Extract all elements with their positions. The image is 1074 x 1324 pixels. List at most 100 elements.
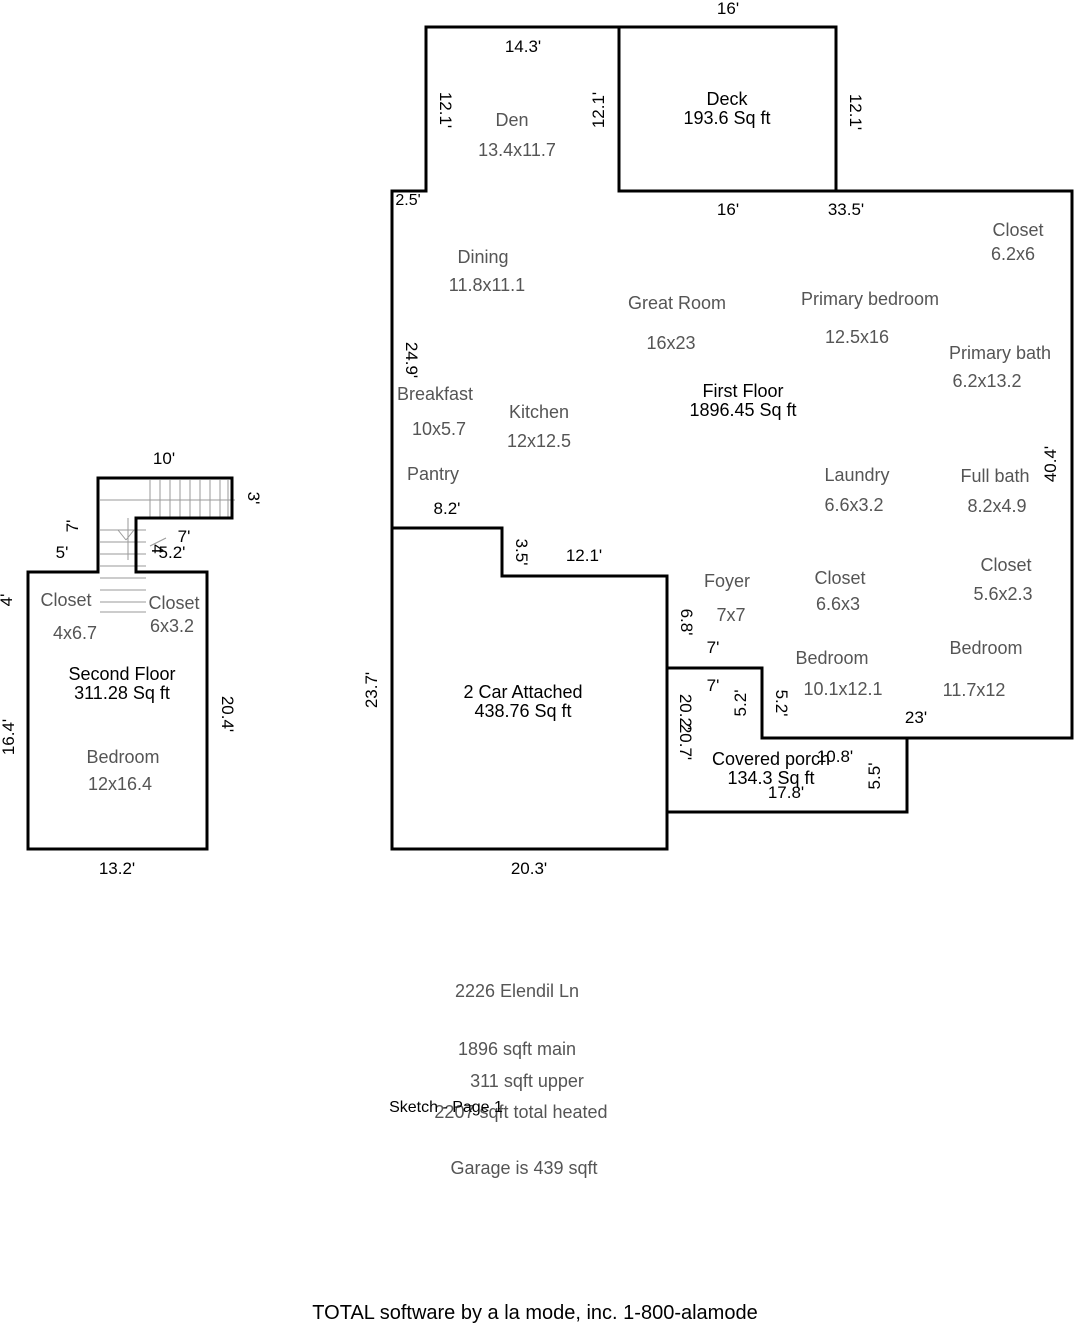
dim-label: 4 — [148, 544, 167, 553]
dim-label: 16' — [717, 0, 739, 18]
dim-label: 5' — [56, 543, 69, 562]
dim-label: 5.2' — [772, 690, 791, 717]
area-sqft: 1896.45 Sq ft — [689, 400, 796, 420]
software-footer: TOTAL software by a la mode, inc. 1-800-… — [312, 1302, 757, 1324]
dim-label: 10.8' — [817, 747, 853, 766]
dim-label: 7' — [63, 520, 82, 533]
room-size: 5.6x2.3 — [973, 584, 1032, 604]
dim-label: 40.4' — [1041, 446, 1060, 482]
dim-label: 8.2' — [434, 499, 461, 518]
dim-label: 7' — [707, 638, 720, 657]
dim-label: 23.7' — [362, 672, 381, 708]
dim-label: 12.1' — [589, 92, 608, 128]
dim-label: 16.4' — [0, 719, 18, 755]
room-size: 11.8x11.1 — [449, 275, 525, 295]
dim-label: 12.1' — [436, 92, 455, 128]
area-sqft: 134.3 Sq ft — [727, 768, 814, 788]
room-name: Closet — [814, 568, 865, 588]
dim-label: 7' — [707, 676, 720, 695]
dim-label: 3' — [244, 492, 263, 505]
dim-label: 14.3' — [505, 37, 541, 56]
garage-sqft-note: Garage is 439 sqft — [450, 1158, 597, 1178]
room-size: 13.4x11.7 — [478, 140, 556, 160]
dim-label: 4' — [0, 594, 16, 607]
main-sqft-note: 1896 sqft main — [458, 1039, 576, 1059]
room-name: Primary bath — [949, 343, 1051, 363]
room-name: Laundry — [824, 465, 889, 485]
room-name: Bedroom — [949, 638, 1022, 658]
room-size: 10x5.7 — [412, 419, 466, 439]
address-note: 2226 Elendil Ln — [455, 981, 579, 1001]
room-size: 12.5x16 — [825, 327, 889, 347]
room-name: Kitchen — [509, 402, 569, 422]
room-size: 12x16.4 — [88, 774, 152, 794]
room-name: Great Room — [628, 293, 726, 313]
dim-label: 5.2' — [731, 690, 750, 717]
room-size: 6x3.2 — [150, 616, 194, 636]
room-size: 6.6x3 — [816, 594, 860, 614]
room-name: Closet — [980, 555, 1031, 575]
dim-label: 16' — [717, 200, 739, 219]
room-size: 8.2x4.9 — [967, 496, 1026, 516]
area-name: Deck — [706, 89, 748, 109]
area-name: Second Floor — [68, 664, 175, 684]
staircase — [100, 480, 235, 613]
dim-label: 7' — [178, 527, 191, 546]
room-name: Closet — [40, 590, 91, 610]
dim-label: 24.9' — [402, 342, 421, 378]
area-sqft: 438.76 Sq ft — [474, 701, 571, 721]
upper-sqft-note: 311 sqft upper — [470, 1071, 584, 1091]
dim-label: 2.5' — [395, 192, 420, 209]
room-name: Dining — [457, 247, 508, 267]
dim-label: 33.5' — [828, 200, 864, 219]
sketch-page-label: Sketch - Page 1 — [389, 1099, 503, 1116]
porch-outline — [665, 666, 909, 814]
dim-label: 20.2' — [676, 694, 695, 730]
room-name: Full bath — [960, 466, 1029, 486]
room-name: Bedroom — [86, 747, 159, 767]
room-size: 10.1x12.1 — [803, 679, 882, 699]
room-name: Breakfast — [397, 384, 473, 404]
dim-label: 13.2' — [99, 859, 135, 878]
dim-label: 23' — [905, 708, 927, 727]
room-name: Primary bedroom — [801, 289, 939, 309]
garage-outline — [390, 526, 669, 851]
dim-label: 17.8' — [768, 783, 804, 802]
room-size: 12x12.5 — [507, 431, 571, 451]
dim-label: 20.4' — [218, 696, 237, 732]
dim-label: 12.1' — [846, 94, 865, 130]
dim-label: 20.7' — [676, 724, 695, 760]
dim-label: 5.2' — [159, 543, 186, 562]
second-floor-outline — [26, 476, 234, 851]
notes-block: 2226 Elendil Ln 1896 sqft main 311 sqft … — [389, 981, 607, 1178]
dim-label: 12.1' — [566, 546, 602, 565]
area-name: First Floor — [703, 381, 784, 401]
room-name: Closet — [992, 220, 1043, 240]
room-name: Bedroom — [795, 648, 868, 668]
room-size: 6.6x3.2 — [824, 495, 883, 515]
dim-label: 5.5' — [865, 763, 884, 790]
room-name: Closet — [148, 593, 199, 613]
area-sqft: 193.6 Sq ft — [683, 108, 770, 128]
deck-outline — [617, 25, 838, 193]
room-name: Pantry — [407, 464, 459, 484]
room-name: Den — [495, 110, 528, 130]
dim-label: 6.8' — [677, 609, 696, 636]
area-name: 2 Car Attached — [463, 682, 582, 702]
area-name: Covered porch — [712, 749, 830, 769]
total-sqft-note: 2207 sqft total heated — [434, 1102, 607, 1122]
room-size: 6.2x6 — [991, 244, 1035, 264]
room-size: 16x23 — [646, 333, 695, 353]
room-name: Foyer — [704, 571, 750, 591]
room-size: 7x7 — [716, 605, 745, 625]
first-floor: 16' 14.3' 12.1' 12.1' 12.1' 2.5' 16' 33.… — [362, 0, 1074, 878]
dim-label: 10' — [153, 449, 175, 468]
dim-label: 3.5' — [512, 539, 531, 566]
room-size: 11.7x12 — [943, 680, 1006, 700]
room-size: 6.2x13.2 — [952, 371, 1021, 391]
second-floor: 10' 3' 7' 7' 5' 4 5.2' 4' 16.4' 20.4' 13… — [0, 449, 263, 878]
room-size: 4x6.7 — [53, 623, 97, 643]
area-sqft: 311.28 Sq ft — [74, 683, 170, 703]
dim-label: 20.3' — [511, 859, 547, 878]
